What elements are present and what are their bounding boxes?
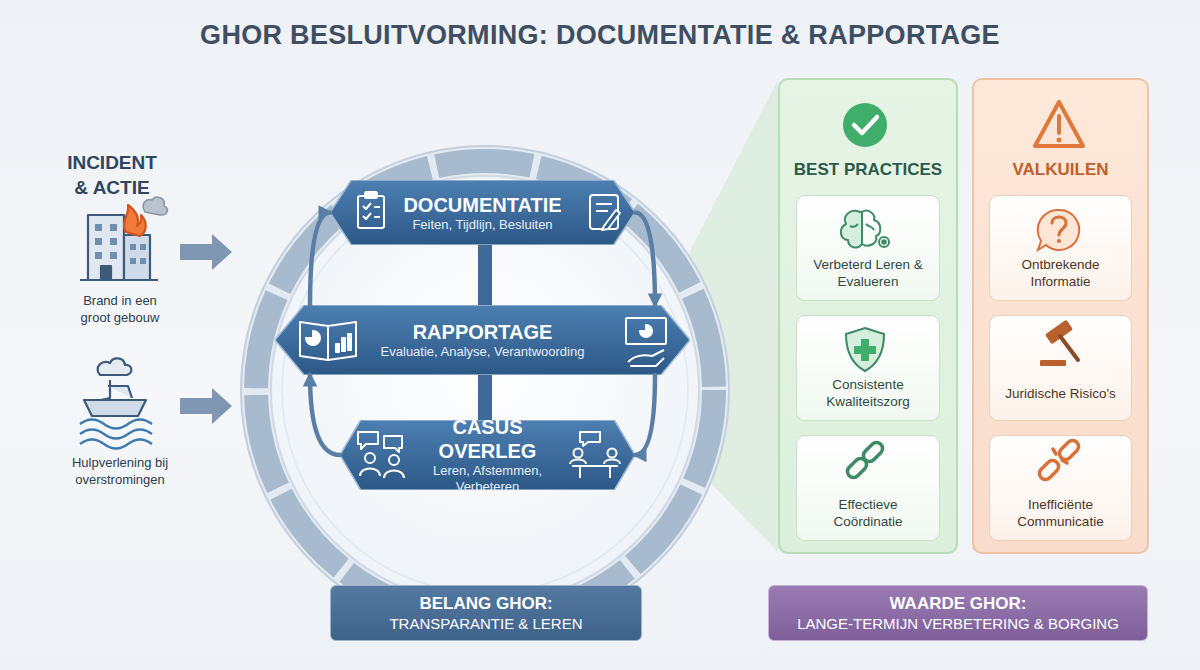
item-card: Effectieve Coördinatie	[796, 435, 940, 541]
summary-band: BELANG GHOR:TRANSPARANTIE & LEREN	[330, 585, 642, 641]
item-card: Inefficiënte Communicatie	[989, 435, 1132, 541]
building-icon	[80, 197, 167, 280]
panel-heading: BEST PRACTICES	[780, 160, 956, 180]
item-card: Consistente Kwaliteitszorg	[796, 315, 940, 421]
card-text: Consistente Kwaliteitszorg	[803, 376, 933, 410]
card-text: Verbeterd Leren & Evalueren	[803, 256, 933, 290]
banner-heading: DOCUMENTATIE	[403, 193, 561, 217]
card-text: Inefficiënte Communicatie	[996, 496, 1125, 530]
input-arrows	[180, 234, 232, 424]
report-book-icon	[300, 322, 356, 360]
card-text: Ontbrekende Informatie	[996, 256, 1125, 290]
cycle-arrow	[310, 375, 340, 455]
hexagon-banner	[275, 305, 690, 375]
band-text: LANGE-TERMIJN VERBETERING & BORGING	[797, 614, 1119, 633]
flood-boat-icon	[80, 358, 152, 448]
category-panel: VALKUILEN Ontbrekende InformatieJuridisch…	[972, 78, 1149, 554]
discussion-icon	[358, 432, 404, 478]
banner-subtitle: Feiten, Tijdlijn, Besluiten	[412, 217, 552, 233]
process-banner: DOCUMENTATIEFeiten, Tijdlijn, Besluiten	[330, 180, 635, 245]
icon-caption: Brand in een groot gebouw	[70, 292, 170, 326]
band-text: TRANSPARANTIE & LEREN	[389, 614, 582, 633]
banner-heading: CASUS OVERLEG	[402, 415, 573, 463]
clipboard-icon	[358, 192, 384, 228]
process-banner: CASUS OVERLEGLeren, Afstemmen, Verbetere…	[340, 420, 635, 490]
banner-subtitle: Evaluatie, Analyse, Verantwoording	[381, 344, 585, 360]
presentation-icon	[626, 318, 666, 366]
hexagon-banner	[330, 180, 635, 245]
item-card: Juridische Risico's	[989, 315, 1132, 421]
icon-caption: Hulpverlening bij overstromingen	[55, 454, 185, 488]
banner-subtitle: Leren, Afstemmen, Verbeteren	[402, 463, 573, 495]
cycle-arrow	[635, 213, 655, 306]
brain-icon	[841, 211, 889, 248]
card-text: Effectieve Coördinatie	[803, 496, 933, 530]
item-card: Ontbrekende Informatie	[989, 195, 1132, 301]
diagram-title: GHOR BESLUITVORMING: DOCUMENTATIE & RAPP…	[0, 20, 1200, 51]
cycle-arrow	[635, 375, 655, 455]
check-icon	[843, 103, 887, 147]
card-text: Juridische Risico's	[1005, 385, 1116, 402]
band-heading: WAARDE GHOR:	[890, 593, 1027, 614]
section-label: INCIDENT & ACTIE	[58, 150, 166, 200]
banner-heading: RAPPORTAGE	[413, 320, 553, 344]
shield-icon	[846, 328, 884, 371]
summary-band: WAARDE GHOR:LANGE-TERMIJN VERBETERING & …	[768, 585, 1148, 641]
link-icon	[845, 440, 885, 480]
cycle-arrow	[310, 213, 330, 306]
band-heading: BELANG GHOR:	[419, 593, 552, 614]
panel-heading: VALKUILEN	[974, 160, 1147, 180]
warning-icon	[1035, 102, 1083, 146]
meeting-icon	[570, 432, 620, 478]
broken-link-icon	[1037, 438, 1081, 482]
process-banner: RAPPORTAGEEvaluatie, Analyse, Verantwoor…	[275, 305, 690, 375]
tablet-icon	[590, 195, 620, 230]
cycle-ring	[241, 146, 729, 634]
question-icon	[1038, 210, 1080, 250]
item-card: Verbeterd Leren & Evalueren	[796, 195, 940, 301]
category-panel: BEST PRACTICES Verbeterd Leren & Evaluere…	[778, 78, 958, 554]
gavel-icon	[1040, 320, 1078, 366]
